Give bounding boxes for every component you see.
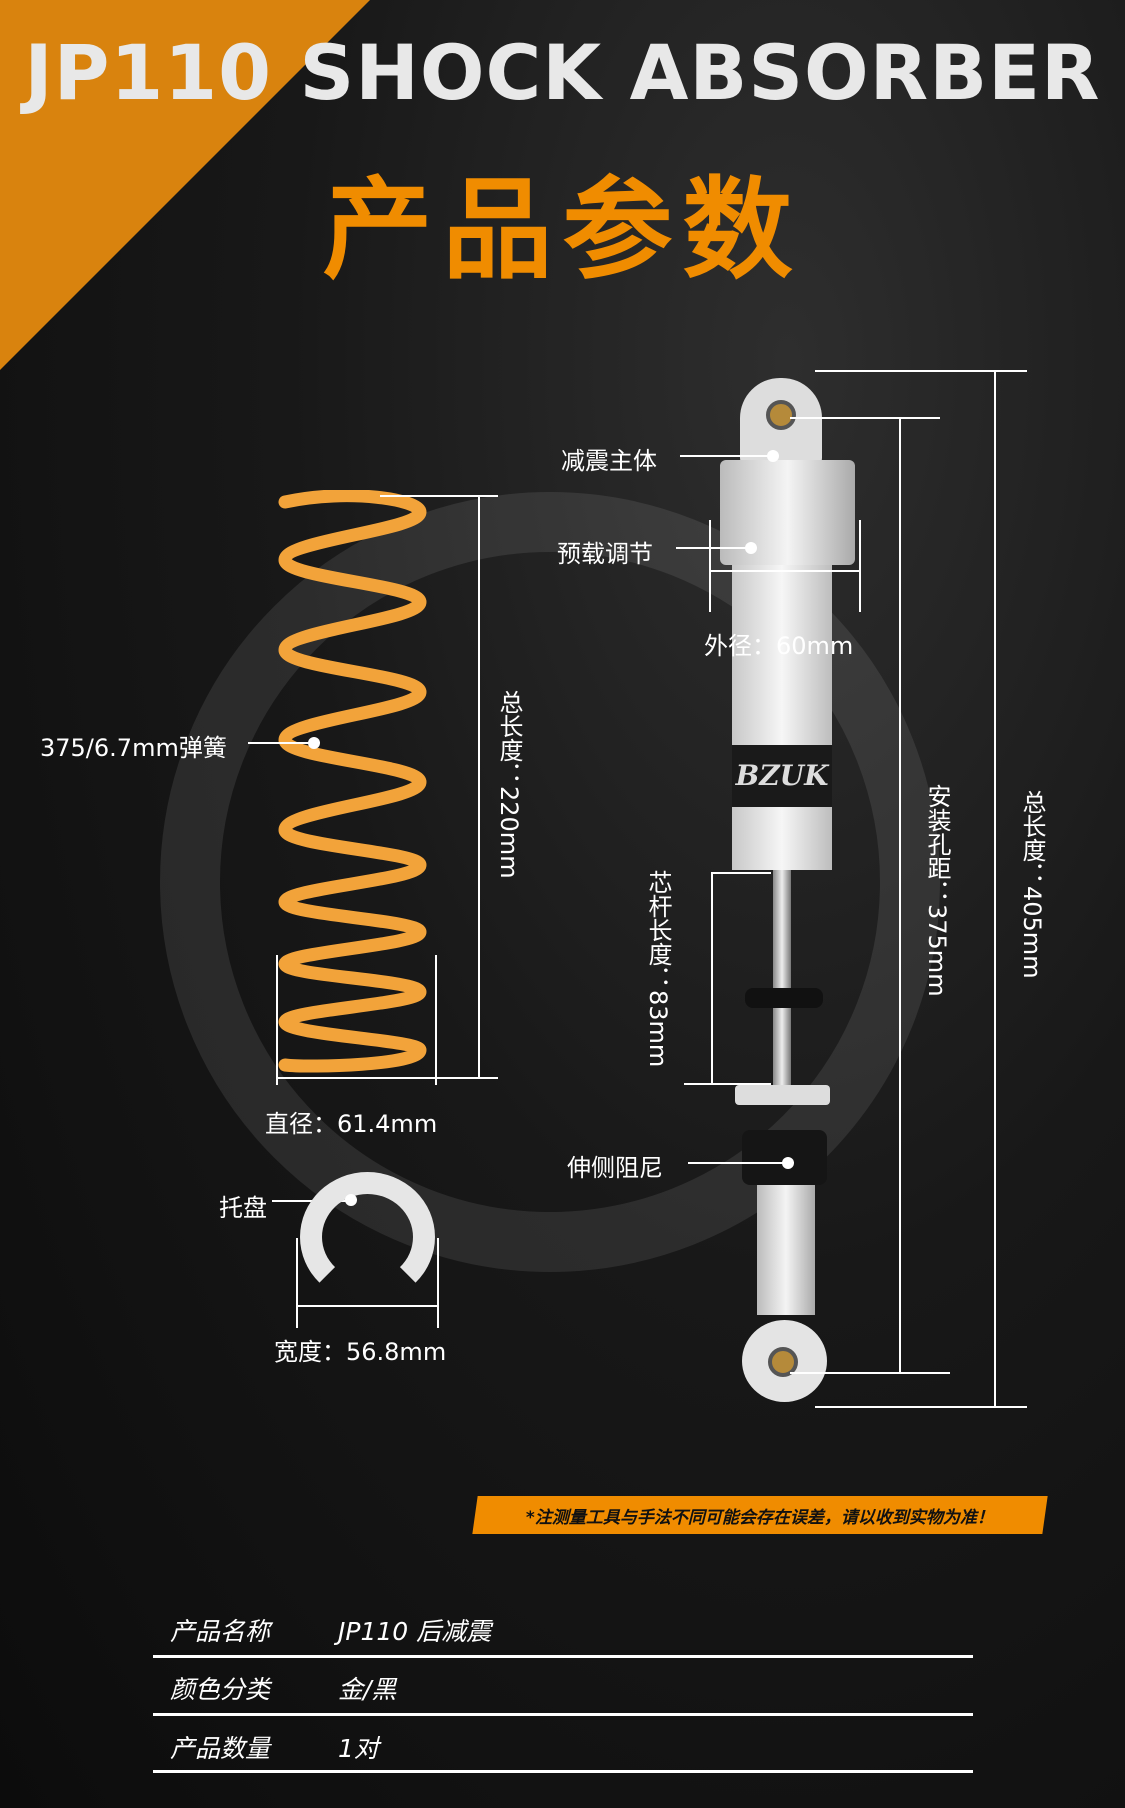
mount-distance-label: 安装孔距：375mm bbox=[923, 784, 951, 997]
spring-diameter-label: 直径：61.4mm bbox=[265, 1110, 438, 1138]
brand-label: BZUK bbox=[732, 745, 832, 807]
tray-label: 托盘 bbox=[219, 1194, 267, 1222]
total-length-label: 总长度：405mm bbox=[1018, 790, 1046, 979]
disclaimer-banner: *注测量工具与手法不同可能会存在误差，请以收到实物为准！ bbox=[472, 1496, 1048, 1534]
body-label: 减震主体 bbox=[561, 447, 657, 475]
page-title: JP110 SHOCK ABSORBER bbox=[24, 28, 1101, 117]
spring-label: 375/6.7mm弹簧 bbox=[40, 734, 227, 762]
rebound-label: 伸侧阻尼 bbox=[567, 1154, 663, 1182]
disclaimer-text: *注测量工具与手法不同可能会存在误差，请以收到实物为准！ bbox=[526, 1507, 994, 1528]
spec-label: 产品名称 bbox=[170, 1617, 271, 1646]
spring-image bbox=[278, 490, 427, 1073]
tray-image bbox=[300, 1172, 435, 1302]
spec-value: 金/黑 bbox=[338, 1675, 397, 1704]
page-subtitle: 产品参数 bbox=[322, 166, 803, 294]
preload-label: 预载调节 bbox=[557, 540, 653, 568]
spec-label: 颜色分类 bbox=[170, 1675, 271, 1704]
spec-value: 1对 bbox=[338, 1734, 379, 1763]
spec-value: JP110 后减震 bbox=[338, 1617, 492, 1646]
tray-width-label: 宽度：56.8mm bbox=[274, 1338, 447, 1366]
spec-label: 产品数量 bbox=[170, 1734, 271, 1763]
rod-length-label: 芯杆长度：83mm bbox=[644, 870, 672, 1068]
corner-accent bbox=[0, 0, 370, 370]
spring-length-label: 总长度：220mm bbox=[495, 690, 523, 879]
outer-diameter-label: 外径：60mm bbox=[704, 632, 854, 660]
